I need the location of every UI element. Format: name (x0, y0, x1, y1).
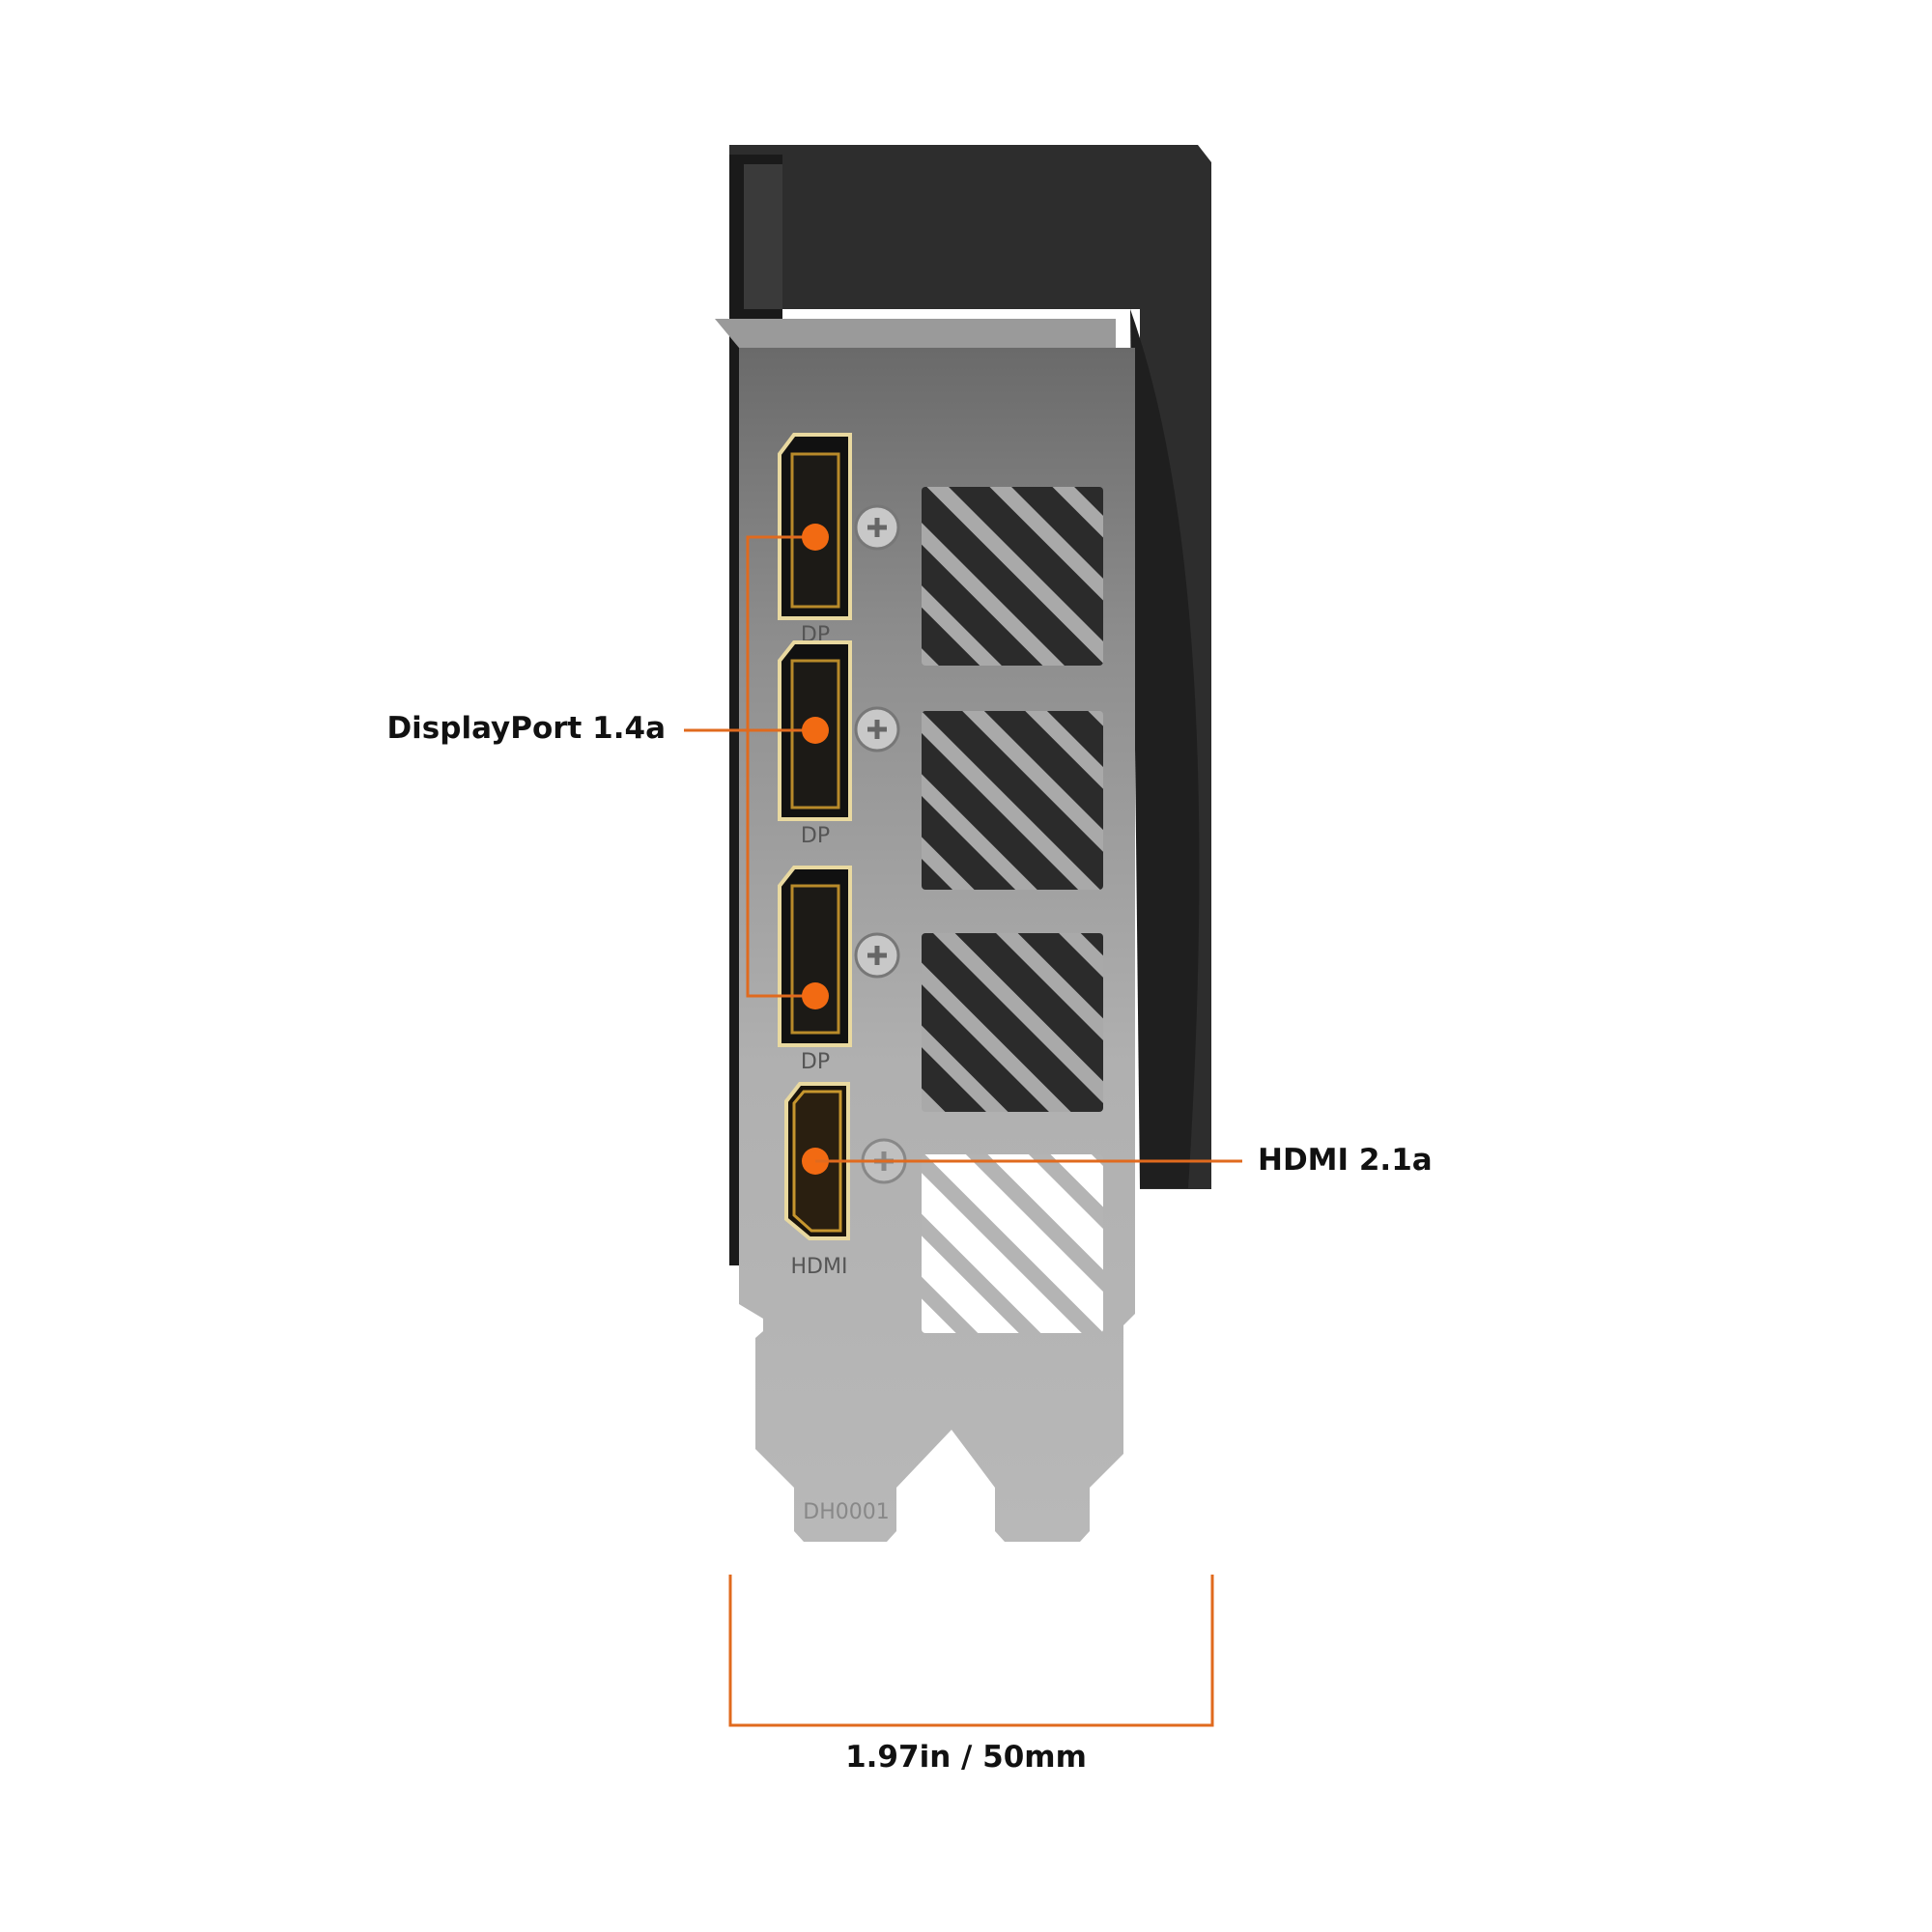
displayport-port-2: DP (778, 640, 852, 848)
displayport-callout-lines (684, 535, 815, 998)
callout-dot (802, 524, 829, 551)
hdmi-label: HDMI 2.1a (1258, 1143, 1433, 1178)
vent-group-2 (922, 711, 1103, 890)
displayport-label: DisplayPort 1.4a (386, 711, 666, 746)
width-dimension-bracket (728, 1575, 1214, 1727)
displayport-port-1: DP (778, 433, 852, 647)
screw-icon (854, 706, 900, 753)
displayport-port-3: DP (778, 866, 852, 1074)
vent-group-3 (922, 933, 1103, 1112)
dp-marking: DP (801, 1050, 830, 1074)
screw-icon (854, 504, 900, 551)
callout-dot (802, 717, 829, 744)
width-dimension-label: 1.97in / 50mm (845, 1740, 1087, 1775)
part-code-marking: DH0001 (803, 1500, 889, 1524)
vent-group-4 (922, 1154, 1103, 1333)
vent-group-1 (922, 487, 1103, 666)
hdmi-marking: HDMI (791, 1255, 848, 1279)
callout-dot (802, 982, 829, 1009)
screw-icon (854, 932, 900, 979)
dp-marking: DP (801, 824, 830, 848)
